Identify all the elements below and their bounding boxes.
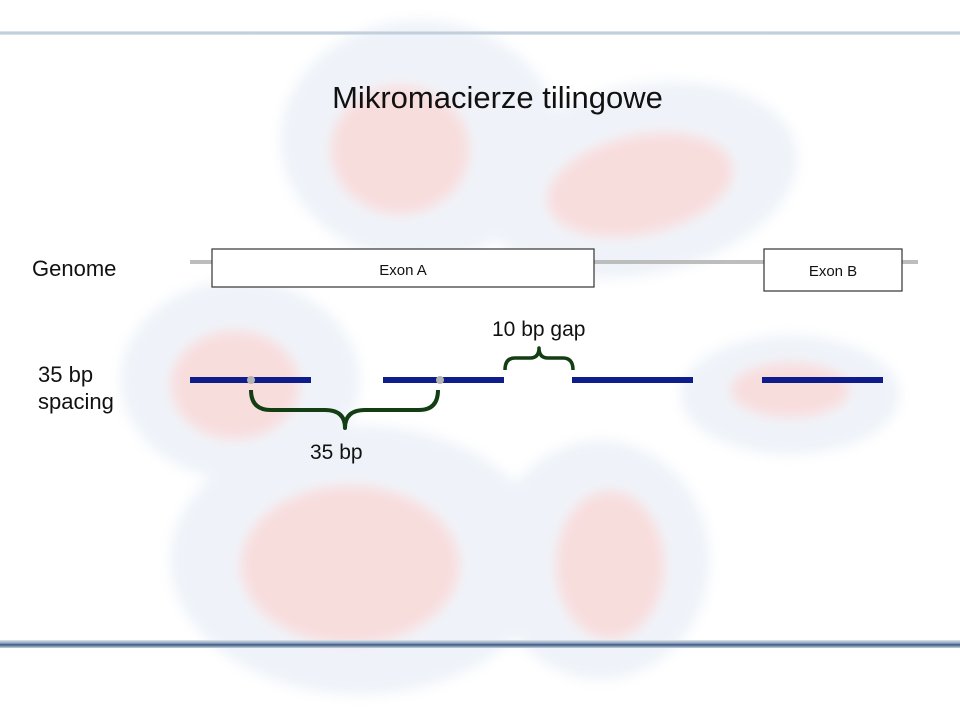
exon-a-label: Exon A xyxy=(379,262,427,279)
spacing-label-line2: spacing xyxy=(38,389,114,414)
exon-a-box: Exon A xyxy=(211,248,595,288)
genome-label: Genome xyxy=(32,256,117,281)
spacing-label: 35 bp spacing xyxy=(38,361,114,415)
probe-1-midpoint-dot xyxy=(247,376,255,384)
exon-b-box: Exon B xyxy=(763,248,903,292)
probe-2-midpoint-dot xyxy=(436,376,444,384)
spacing-brace xyxy=(249,389,440,430)
gap-brace xyxy=(503,346,575,371)
exon-b-label: Exon B xyxy=(809,263,857,280)
bottom-rule xyxy=(0,640,960,648)
top-rule xyxy=(0,31,960,35)
slide-title: Mikromacierze tilingowe xyxy=(332,80,663,115)
bracket-label: 35 bp xyxy=(310,441,363,464)
gap-label: 10 bp gap xyxy=(492,318,586,341)
spacing-label-line1: 35 bp xyxy=(38,362,94,387)
